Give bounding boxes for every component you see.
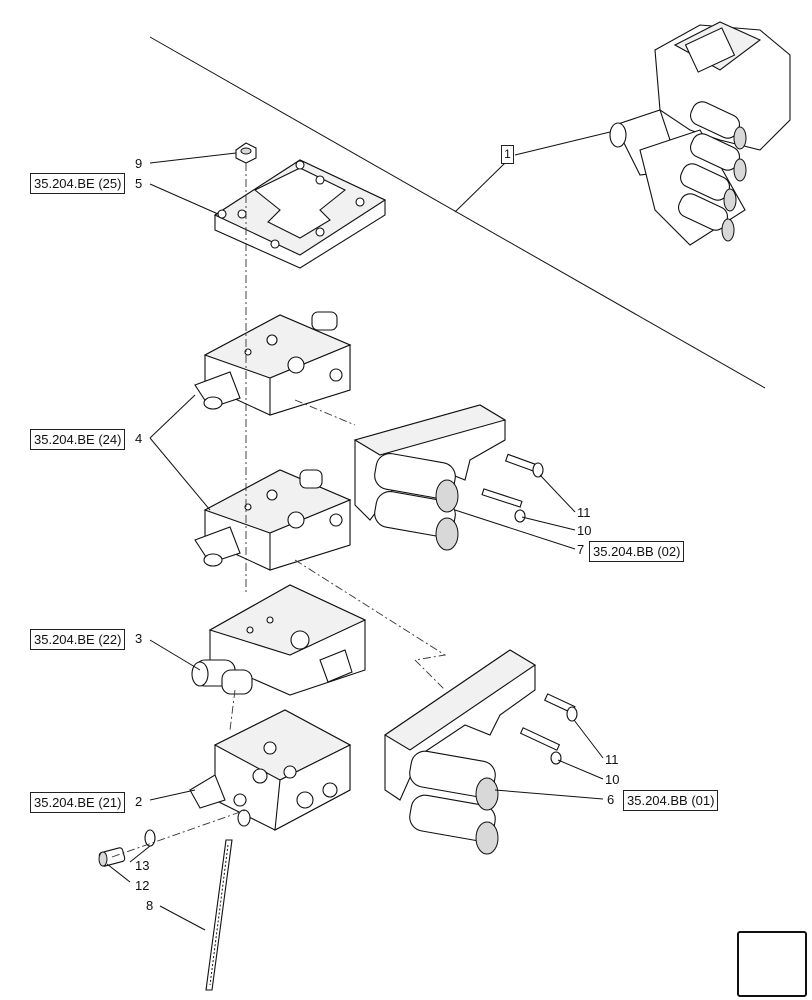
callout-10-lower: 10: [605, 772, 620, 787]
callout-1: 1: [501, 145, 514, 164]
screw-part-10-upper: [481, 488, 526, 523]
leader-11-upper: [539, 474, 576, 513]
assembly-axis-upper: [294, 399, 356, 426]
leader-1-divider: [454, 162, 506, 213]
callout-8: 8: [146, 898, 154, 913]
cover-plate-part-5: [213, 159, 387, 269]
screw-part-11-upper: [504, 453, 544, 478]
leader-6: [494, 789, 604, 800]
valve-section-part-2: [189, 709, 352, 831]
reference-box-35-204-be-25[interactable]: 35.204.BE (25): [30, 173, 126, 194]
assembly-axis-mid: [229, 689, 236, 731]
stud-part-8: [205, 839, 233, 991]
callout-5: 5: [135, 176, 143, 191]
callout-9: 9: [135, 156, 143, 171]
o-ring-part-13: [144, 829, 156, 847]
callout-10-upper: 10: [577, 523, 592, 538]
leader-4a: [149, 394, 196, 439]
callout-6: 6: [607, 792, 615, 807]
callout-11-lower: 11: [605, 752, 619, 767]
screw-part-10-lower: [519, 727, 562, 765]
leader-10-lower: [557, 759, 604, 780]
callout-13: 13: [135, 858, 150, 873]
callout-11-upper: 11: [577, 505, 591, 520]
leader-13: [129, 845, 151, 863]
coupler-bracket-part-7: [353, 404, 507, 551]
leader-11-lower: [573, 719, 604, 759]
leader-7: [454, 509, 576, 550]
reference-box-35-204-bb-01[interactable]: 35.204.BB (01): [623, 790, 719, 811]
reference-box-35-204-be-21[interactable]: 35.204.BE (21): [30, 792, 126, 813]
next-page-button[interactable]: [737, 931, 807, 997]
leader-4b: [149, 437, 211, 511]
coupler-bracket-part-6: [383, 649, 537, 855]
assembly-axis-lower: [294, 559, 447, 691]
section-divider-line: [149, 36, 766, 389]
reference-box-35-204-bb-02[interactable]: 35.204.BB (02): [589, 541, 685, 562]
leader-10-upper: [521, 516, 576, 531]
callout-2: 2: [135, 794, 143, 809]
callout-4: 4: [135, 431, 143, 446]
assembly-axis-plug: [111, 809, 247, 858]
nut-part-9: [235, 142, 257, 164]
callout-12: 12: [135, 878, 150, 893]
valve-section-part-3: [191, 584, 367, 696]
leader-2: [149, 789, 196, 801]
leader-8: [159, 905, 206, 931]
leader-9: [149, 152, 237, 164]
valve-section-upper-part-4: [194, 311, 352, 416]
leader-5: [149, 183, 219, 215]
valve-section-lower-part-4: [194, 469, 352, 571]
leader-12: [106, 863, 131, 883]
complete-valve-assembly: [609, 21, 791, 246]
reference-box-35-204-be-22[interactable]: 35.204.BE (22): [30, 629, 126, 650]
leader-1-assembly: [514, 131, 611, 156]
screw-part-11-lower: [543, 693, 578, 722]
leader-3: [149, 639, 201, 671]
reference-box-35-204-be-24[interactable]: 35.204.BE (24): [30, 429, 126, 450]
callout-7: 7: [577, 542, 585, 557]
callout-3: 3: [135, 631, 143, 646]
